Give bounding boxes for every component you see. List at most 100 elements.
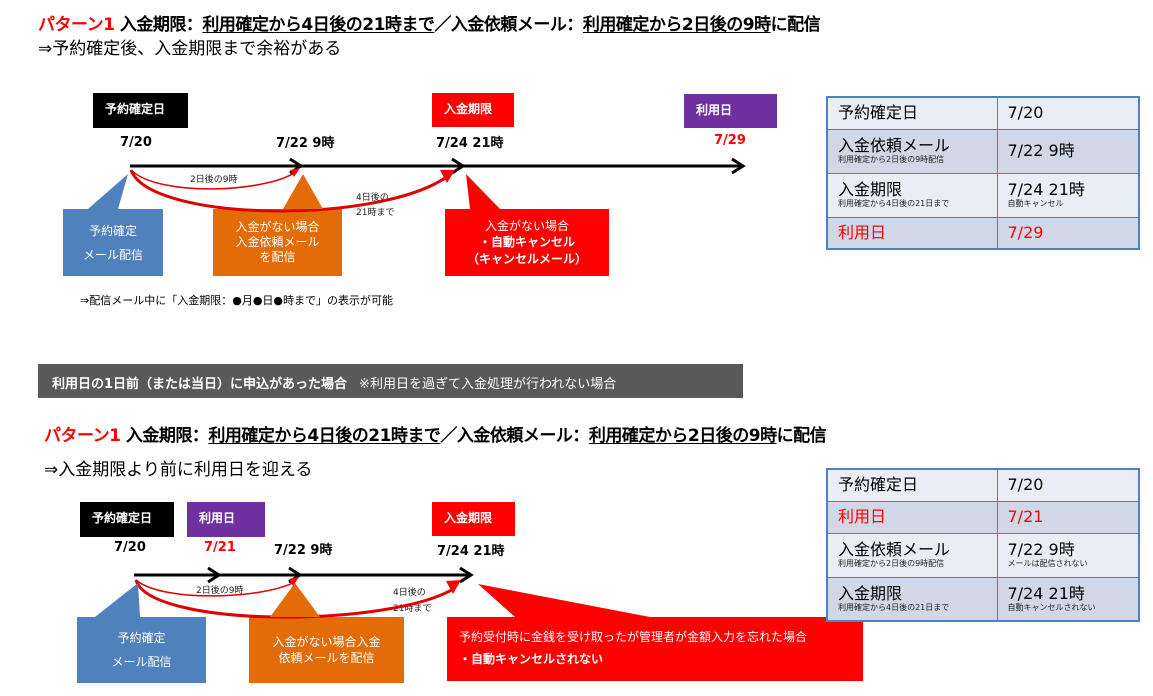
callout-confirm-mail: 予約確定 メール配信 bbox=[63, 209, 163, 276]
table-row: 入金期限利用確定から4日後の21日まで 7/24 21時自動キャンセルされない bbox=[826, 576, 1140, 622]
table-label: 利用日 bbox=[838, 222, 887, 242]
callout-pointer-red bbox=[466, 174, 500, 209]
table-label: 入金期限 bbox=[838, 180, 903, 199]
table-row: 利用日 7/21 bbox=[826, 500, 1140, 534]
callout-text: （キャンセルメール） bbox=[466, 251, 587, 266]
callout-pointer-red bbox=[478, 584, 650, 617]
arc-label-four-days-1: 4日後の bbox=[356, 193, 389, 203]
mail-suffix: に配信 bbox=[776, 426, 827, 446]
deadline-display-note: ⇒配信メール中に「入金期限：●月●日●時まで」の表示が可能 bbox=[80, 294, 394, 307]
arc-head-icon bbox=[446, 580, 461, 594]
table-label-sub: 利用確定から2日後の9時配信 bbox=[838, 559, 945, 568]
arc-label-four-days-2: 21時まで bbox=[393, 604, 432, 614]
callout-payment-request-mail: 入金がない場合入金 依頼メールを配信 bbox=[249, 617, 404, 683]
table-label: 入金期限 bbox=[838, 583, 903, 603]
table-row: 利用日 7/29 bbox=[826, 216, 1140, 250]
section2-heading: パターン1 入金期限：利用確定から4日後の21時まで／入金依頼メール：利用確定か… bbox=[44, 421, 827, 446]
tag-confirm-day: 予約確定日 bbox=[80, 502, 174, 537]
arc-label-two-days: 2日後の9時 bbox=[190, 175, 238, 185]
arrow-head-icon bbox=[451, 157, 466, 175]
table-row: 予約確定日 7/20 bbox=[826, 96, 1140, 130]
deadline-rule: 利用確定から4日後の21時まで bbox=[202, 15, 435, 35]
callout-auto-cancel: 入金がない場合 ・自動キャンセル （キャンセルメール） bbox=[445, 209, 609, 276]
callout-text: 入金がない場合 bbox=[235, 220, 320, 234]
table-value-sub: 自動キャンセルされない bbox=[1007, 602, 1096, 612]
callout-text: 予約確定 bbox=[117, 631, 166, 645]
section1-heading: パターン1 入金期限：利用確定から4日後の21時まで／入金依頼メール：利用確定か… bbox=[38, 10, 821, 35]
callout-confirm-mail: 予約確定 メール配信 bbox=[77, 617, 206, 683]
table-label-sub: 利用確定から2日後の9時配信 bbox=[838, 155, 945, 164]
separator: ／ bbox=[434, 15, 451, 35]
mail-suffix: に配信 bbox=[770, 15, 821, 35]
timeline-arrow-2 bbox=[134, 566, 474, 584]
table-value: 7/22 9時 bbox=[1007, 540, 1075, 559]
callout-pointer-orange bbox=[270, 583, 320, 617]
table-value: 7/20 bbox=[1007, 475, 1044, 495]
table-value: 7/21 bbox=[1007, 507, 1044, 526]
table-label: 予約確定日 bbox=[838, 475, 919, 495]
table-label-sub: 利用確定から4日後の21日まで bbox=[838, 199, 950, 208]
callout-text: 入金がない場合入金 bbox=[272, 634, 381, 649]
arrow-head-icon bbox=[207, 566, 222, 584]
section2-subline: ⇒入金期限より前に利用日を迎える bbox=[44, 460, 313, 480]
table-label: 入金依頼メール bbox=[838, 540, 951, 559]
date-deadline: 7/24 21時 bbox=[436, 136, 504, 151]
arrow-head-icon bbox=[288, 566, 303, 584]
tag-use-day: 利用日 bbox=[684, 94, 777, 128]
date-confirm: 7/20 bbox=[120, 135, 152, 150]
table-value: 7/29 bbox=[1007, 222, 1044, 242]
arc-head-icon bbox=[440, 170, 455, 183]
arrow-head-icon bbox=[731, 157, 746, 175]
table-row: 入金期限利用確定から4日後の21日まで 7/24 21時自動キャンセル bbox=[826, 172, 1140, 218]
table-label-sub: 利用確定から4日後の21日まで bbox=[838, 602, 950, 612]
mail-rule: 利用確定から2日後の9時 bbox=[588, 426, 777, 446]
callout-text: を配信 bbox=[259, 250, 296, 264]
table-label: 利用日 bbox=[838, 507, 887, 526]
banner-note-text: ※利用日を過ぎて入金処理が行われない場合 bbox=[359, 377, 617, 392]
table-value: 7/22 9時 bbox=[1007, 141, 1075, 160]
date-confirm: 7/20 bbox=[114, 540, 146, 555]
deadline-label: 入金期限： bbox=[125, 426, 209, 446]
summary-table-1: 予約確定日 7/20 入金依頼メール利用確定から2日後の9時配信 7/22 9時… bbox=[826, 96, 1140, 250]
deadline-rule: 利用確定から4日後の21時まで bbox=[208, 426, 441, 446]
pattern-label: パターン1 bbox=[38, 15, 115, 35]
date-use-day: 7/29 bbox=[714, 133, 746, 148]
tag-payment-deadline: 入金期限 bbox=[432, 502, 515, 536]
table-value-sub: 自動キャンセル bbox=[1007, 199, 1064, 208]
arc-label-four-days-2: 21時まで bbox=[356, 208, 395, 218]
condition-banner: 利用日の1日前（または当日）に申込があった場合 ※利用日を過ぎて入金処理が行われな… bbox=[38, 364, 743, 398]
callout-pointer-blue bbox=[88, 174, 128, 209]
tag-confirm-day: 予約確定日 bbox=[93, 93, 188, 128]
summary-table-2: 予約確定日 7/20 利用日 7/21 入金依頼メール利用確定から2日後の9時配… bbox=[826, 468, 1140, 622]
callout-text: メール配信 bbox=[111, 655, 172, 669]
callout-text: ・自動キャンセル bbox=[478, 235, 575, 250]
banner-bold-text: 利用日の1日前（または当日）に申込があった場合 bbox=[52, 377, 348, 392]
arrow-head-icon bbox=[289, 157, 304, 175]
table-row: 入金依頼メール利用確定から2日後の9時配信 7/22 9時メールは配信されない bbox=[826, 532, 1140, 578]
arc-arrows-1 bbox=[129, 168, 455, 213]
arc-head-icon bbox=[290, 168, 300, 177]
callout-pointer-orange bbox=[283, 174, 323, 209]
mail-label: 入金依頼メール： bbox=[450, 15, 584, 35]
callout-text: 入金がない場合 bbox=[484, 219, 569, 234]
table-value: 7/24 21時 bbox=[1007, 180, 1085, 199]
section1-subline: ⇒予約確定後、入金期限まで余裕がある bbox=[38, 39, 342, 59]
arc-four-days bbox=[129, 169, 449, 213]
date-deadline: 7/24 21時 bbox=[437, 544, 505, 559]
table-row: 予約確定日 7/20 bbox=[826, 468, 1140, 502]
date-use-day: 7/21 bbox=[204, 540, 236, 555]
callout-text: 入金依頼メール bbox=[235, 235, 320, 249]
callout-text: メール配信 bbox=[82, 247, 143, 262]
arrow-head-icon bbox=[459, 566, 474, 584]
arc-label-two-days: 2日後の9時 bbox=[196, 586, 244, 596]
mail-rule: 利用確定から2日後の9時 bbox=[582, 15, 771, 35]
arc-head-icon bbox=[289, 577, 299, 586]
table-label: 予約確定日 bbox=[838, 103, 919, 123]
callout-no-auto-cancel: 予約受付時に金銭を受け取ったが管理者が金額入力を忘れた場合 ・自動キャンセルされ… bbox=[447, 617, 863, 681]
callout-pointer-blue bbox=[95, 583, 140, 617]
callout-text: 予約受付時に金銭を受け取ったが管理者が金額入力を忘れた場合 bbox=[459, 630, 808, 645]
timeline-arrow-1 bbox=[130, 157, 746, 175]
tag-payment-deadline: 入金期限 bbox=[432, 93, 514, 127]
date-mail: 7/22 9時 bbox=[274, 543, 333, 558]
pattern-label: パターン1 bbox=[44, 426, 121, 446]
